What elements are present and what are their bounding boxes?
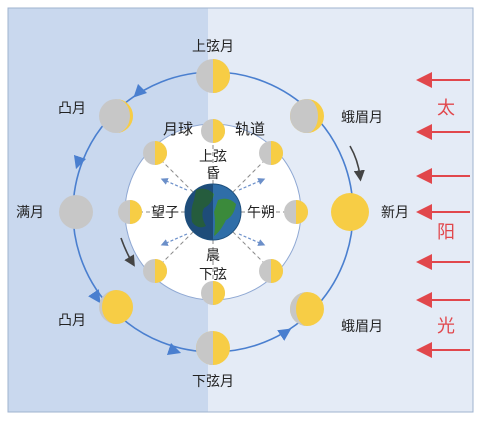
moon-icon [143,259,167,283]
moon-icon [259,259,283,283]
moon-icon [201,119,225,143]
label-full-moon: 满月 [16,205,44,221]
label-inner-left: 望子 [151,205,179,221]
label-inner-top-2: 昏 [206,166,220,182]
earth-icon [184,183,242,241]
sun-label-2: 阳 [437,222,455,243]
moon-icon [290,292,324,326]
horizon-arrows [160,178,266,246]
moon-icon [196,331,230,365]
moon-icon [290,99,324,133]
label-lunar-orbit-2: 轨道 [235,120,265,138]
sun-label-3: 光 [437,316,455,337]
moon-icon [201,281,225,305]
label-lunar-orbit-1: 月球 [163,120,193,138]
label-inner-bottom-1: 晨 [206,248,220,264]
rotation-arrow-left [120,237,135,267]
label-first-quarter: 上弦月 [192,39,234,55]
label-new-moon: 新月 [381,205,409,221]
rotation-arrow-right [349,145,365,182]
moon-icon [284,200,308,224]
moon-icon [143,141,167,165]
label-inner-right: 午朔 [247,205,275,221]
moon-icon [59,195,93,229]
sun-label-1: 太 [437,98,455,119]
label-last-quarter: 下弦月 [192,374,234,390]
moon-icon [331,193,369,231]
label-crescent-upper: 蛾眉月 [341,110,383,126]
label-crescent-lower: 蛾眉月 [341,319,383,335]
label-gibbous-lower: 凸月 [58,313,86,329]
moon-icon [259,141,283,165]
label-gibbous-upper: 凸月 [58,101,86,117]
moon-icon [99,290,133,324]
label-inner-bottom-2: 下弦 [199,267,227,283]
sunlight-arrows [416,72,470,358]
moon-icon [196,59,230,93]
diagram-frame [7,7,474,413]
moon-icon [99,99,133,133]
moon-icon [118,200,142,224]
label-inner-top-1: 上弦 [199,149,227,165]
